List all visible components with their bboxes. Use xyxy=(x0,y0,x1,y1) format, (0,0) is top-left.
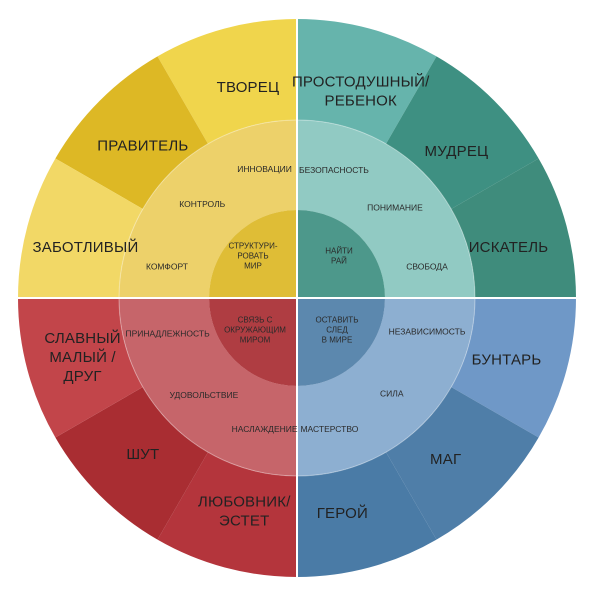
outer-label-blue-2: ГЕРОЙ xyxy=(317,504,368,522)
outer-sector-teal-2 xyxy=(451,158,576,298)
outer-sector-red-0 xyxy=(157,452,297,577)
outer-sector-red-1 xyxy=(55,387,209,540)
middle-label-yellow-1: КОНТРОЛЬ xyxy=(179,199,225,209)
ring-divider-middle xyxy=(118,119,476,477)
middle-label-teal-2: СВОБОДА xyxy=(406,261,448,271)
middle-label-red-1: УДОВОЛЬСТВИЕ xyxy=(170,390,239,400)
outer-label-yellow-1: ПРАВИТЕЛЬ xyxy=(97,138,188,155)
inner-quarter-tint-yellow xyxy=(209,210,297,298)
middle-ring-tint-red xyxy=(119,298,297,476)
outer-label-yellow-0: ТВОРЕЦ xyxy=(217,79,280,96)
outer-label-blue-0: БУНТАРЬ xyxy=(472,352,542,369)
outer-sector-red-2 xyxy=(18,298,143,438)
middle-label-blue-0: НЕЗАВИСИМОСТЬ xyxy=(389,326,466,336)
outer-sector-yellow-0 xyxy=(157,19,297,144)
outer-label-blue-1: МАГ xyxy=(430,451,461,468)
outer-label-yellow-2: ЗАБОТЛИВЫЙ xyxy=(33,238,139,256)
middle-ring-yellow xyxy=(119,120,297,298)
outer-sector-blue-2 xyxy=(297,452,437,577)
inner-quarter-yellow xyxy=(209,210,297,298)
outer-sector-teal-1 xyxy=(386,56,539,210)
outer-sector-blue-1 xyxy=(386,387,539,540)
outer-sector-yellow-1 xyxy=(55,56,209,210)
outer-sector-teal-0 xyxy=(297,19,437,144)
middle-label-yellow-0: ИННОВАЦИИ xyxy=(237,164,292,174)
middle-ring-tint-blue xyxy=(297,298,475,476)
middle-label-blue-1: СИЛА xyxy=(380,389,404,399)
inner-quarter-tint-teal xyxy=(297,210,385,298)
inner-quarter-blue xyxy=(297,298,385,386)
outer-label-teal-1: МУДРЕЦ xyxy=(425,143,489,160)
outer-label-teal-2: ИСКАТЕЛЬ xyxy=(469,239,549,256)
middle-label-yellow-2: КОМФОРТ xyxy=(146,261,188,271)
middle-ring-red xyxy=(119,298,297,476)
inner-quarter-tint-red xyxy=(209,298,297,386)
outer-sector-blue-0 xyxy=(451,298,576,438)
middle-label-red-0: НАСЛАЖДЕНИЕ xyxy=(232,424,298,434)
middle-ring-tint-teal xyxy=(297,120,475,298)
inner-quarter-tint-blue xyxy=(297,298,385,386)
middle-ring-tint-yellow xyxy=(119,120,297,298)
outer-label-red-1: ШУТ xyxy=(126,446,159,463)
inner-quarter-red xyxy=(209,298,297,386)
outer-label-red-0: ЛЮБОВНИК/ЭСТЕТ xyxy=(198,494,291,530)
middle-label-red-2: ПРИНАДЛЕЖНОСТЬ xyxy=(125,329,210,339)
middle-ring-teal xyxy=(297,120,475,298)
middle-label-blue-2: МАСТЕРСТВО xyxy=(300,424,358,434)
middle-label-teal-1: ПОНИМАНИЕ xyxy=(367,203,423,213)
middle-label-teal-0: БЕЗОПАСНОСТЬ xyxy=(299,165,369,175)
outer-label-teal-0: ПРОСТОДУШНЫЙ/РЕБЕНОК xyxy=(292,73,430,110)
inner-quarter-teal xyxy=(297,210,385,298)
outer-sector-yellow-2 xyxy=(18,158,143,298)
middle-ring-blue xyxy=(297,298,475,476)
